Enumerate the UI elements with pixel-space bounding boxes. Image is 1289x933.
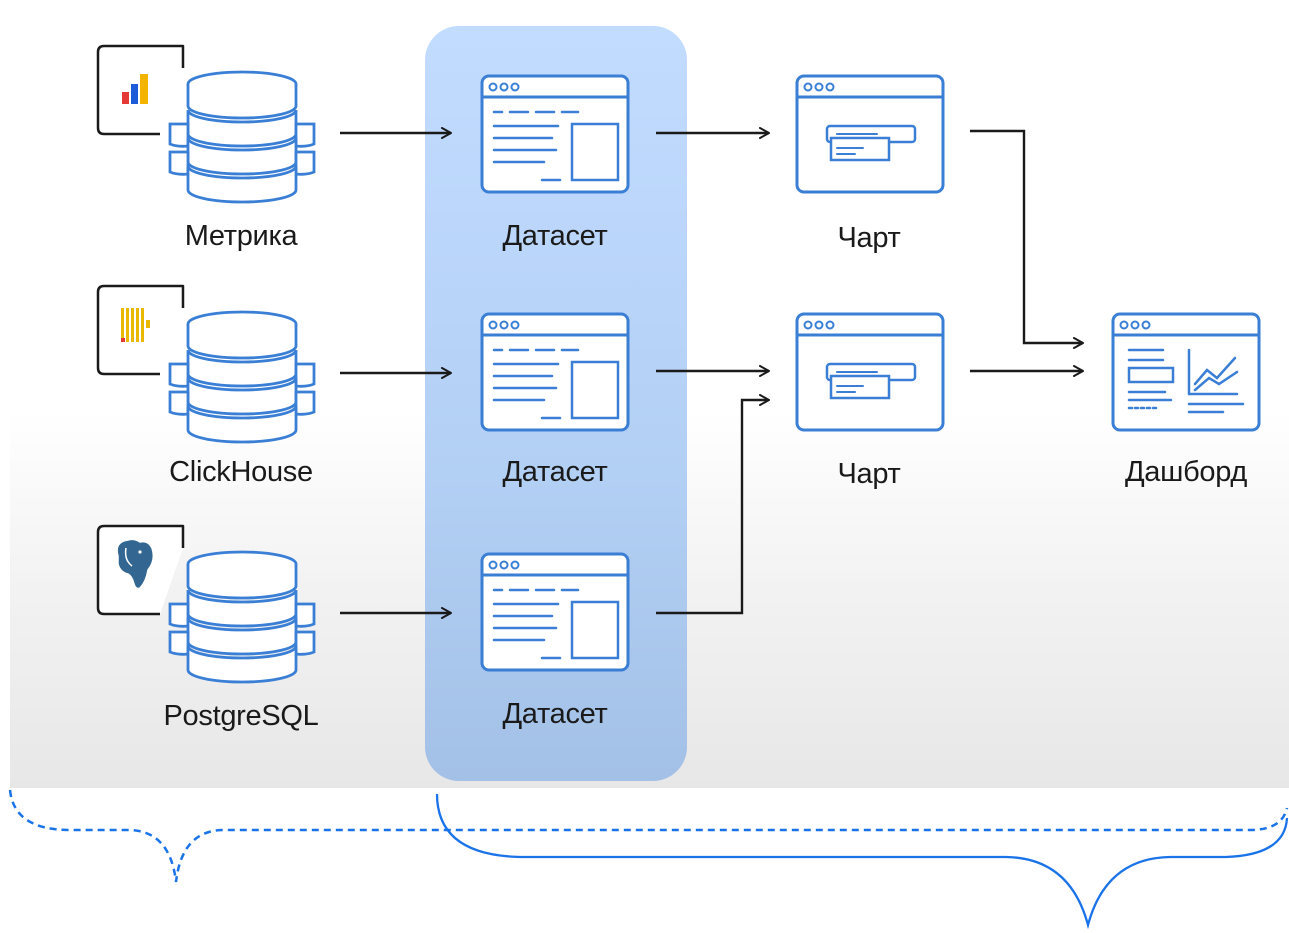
- clickhouse-logo-icon: [121, 308, 150, 342]
- chart-label-2: Чарт: [837, 458, 901, 490]
- postgresql-logo-icon: [116, 538, 155, 590]
- dataset-label-1: Датасет: [502, 220, 608, 252]
- source-label-clickhouse: ClickHouse: [169, 456, 313, 488]
- dataset-3-icon: [480, 552, 630, 672]
- dataset-2-icon: [480, 312, 630, 432]
- metrika-logo-icon: [122, 74, 148, 104]
- metrika-database-icon: [168, 70, 316, 204]
- postgresql-badge: [96, 524, 185, 616]
- dashboard-icon: [1111, 312, 1261, 432]
- source-label-metrika: Метрика: [184, 220, 298, 252]
- chart-label-1: Чарт: [837, 222, 901, 254]
- arrow-chart-1-to-dashboard: [970, 129, 1084, 349]
- postgresql-database-icon: [168, 550, 316, 684]
- sources-bracket: [8, 789, 1289, 883]
- dataset-label-2: Датасет: [502, 456, 608, 488]
- clickhouse-database-icon: [168, 310, 316, 444]
- dataset-label-3: Датасет: [502, 698, 608, 730]
- clickhouse-badge: [96, 284, 185, 376]
- processing-bracket: [435, 793, 1289, 930]
- arrow-dataset-3-to-chart-2: [656, 394, 770, 615]
- dashboard-label: Дашборд: [1124, 456, 1248, 488]
- chart-1-icon: [795, 74, 945, 194]
- metrika-badge: [96, 44, 185, 136]
- source-label-postgresql: PostgreSQL: [163, 700, 319, 732]
- dataset-1-icon: [480, 74, 630, 194]
- chart-2-icon: [795, 312, 945, 432]
